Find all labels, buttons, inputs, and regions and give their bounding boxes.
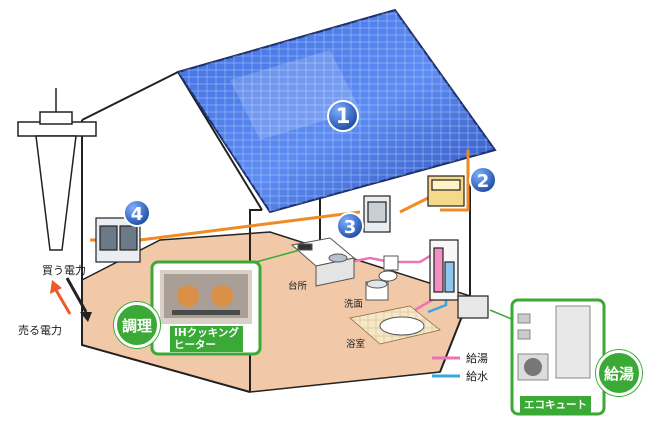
bathroom-label: 浴室 [346,339,366,350]
power-conditioner [427,175,465,207]
legend-hot-water-label: 給湯 [466,352,488,365]
utility-pole [17,88,97,251]
sell-power-arrow [54,289,72,315]
eco-cute-callout [510,298,606,416]
kitchen-counter [290,237,356,287]
marker-1-label: 1 [336,104,351,128]
sell-power-label: 売る電力 [18,324,62,337]
washbasin [365,279,389,301]
ih-heater-caption: IHクッキング ヒーター [170,326,243,352]
buy-power-label: 買う電力 [42,264,86,277]
marker-4-icon [123,199,151,227]
hot-water-supply-tag: 給湯 [596,350,642,396]
marker-2-icon [469,166,497,194]
kitchen-label: 台所 [288,281,308,292]
hot-water-tank [429,239,489,319]
toilet [378,255,399,282]
marker-3-label: 3 [344,217,357,238]
marker-2-label: 2 [477,171,490,192]
marker-4-label: 4 [131,204,144,225]
washroom-label: 洗面 [344,299,364,310]
buy-power-arrow [65,277,88,313]
eco-cute-caption: エコキュート [520,396,591,413]
distribution-board [363,195,391,233]
cooking-tag: 調理 [114,302,160,348]
legend-cold-water-label: 給水 [466,370,488,383]
marker-1-icon [327,100,359,132]
bathtub [379,316,425,336]
marker-3-icon [336,212,364,240]
